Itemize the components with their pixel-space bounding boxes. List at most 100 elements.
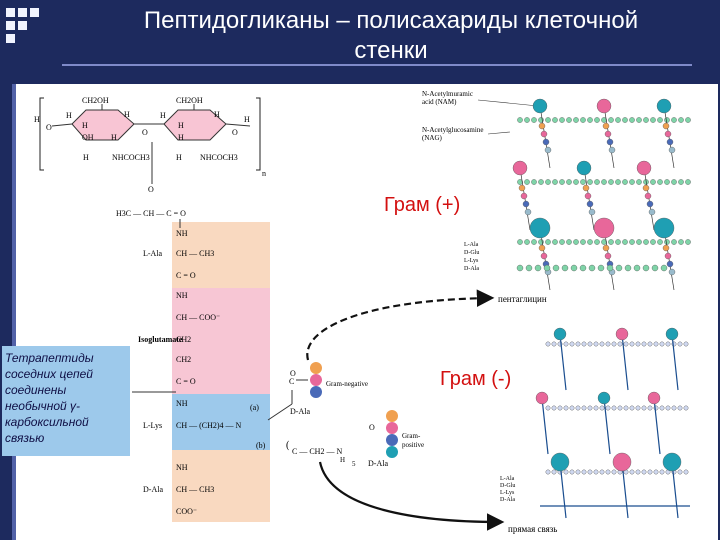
pentaglycine-bead [607,265,613,271]
h-label: H [160,111,166,120]
peptide-bead [386,422,398,434]
ch-ch3-label: CH — CH3 [176,249,214,258]
h-label: H [34,115,40,124]
glycan-bead [648,406,652,410]
pentaglycine-bead [535,265,541,271]
glycan-bead [643,117,648,122]
legend-item: L-Ala [464,242,479,248]
glycan-bead [570,470,574,474]
h-label: H [244,115,250,124]
glycan-bead [650,117,655,122]
glycan-bead [594,179,599,184]
glycan-bead [615,239,620,244]
glycan-bead [671,117,676,122]
legend-item: D-Glu [500,483,515,489]
peptide-bead [521,193,527,199]
glycan-bead [608,179,613,184]
ch-ch3-label: CH — CH3 [176,485,214,494]
h-label: H [66,111,72,120]
h-label: H [176,153,182,162]
link-b-label: (b) [256,441,266,450]
glycan-bead [545,117,550,122]
glycan-bead [664,117,669,122]
glycan-bead [608,117,613,122]
glycan-bead [636,239,641,244]
d-ala-label: D-Ala [368,459,388,468]
glycan-bead [517,117,522,122]
glycan-bead [660,470,664,474]
peptide-bead [543,139,549,145]
glycan-bead [552,342,556,346]
glycan-bead [546,406,550,410]
glycan-bead [545,239,550,244]
glycan-bead [594,342,598,346]
glycan-bead [650,239,655,244]
peptide-bead [663,123,669,129]
lys-side-chain-label: CH — (CH2)4 — N [176,421,242,430]
peptide-bead [603,245,609,251]
glycan-bead [545,179,550,184]
lattice-ball [513,161,527,175]
glycan-bead [517,239,522,244]
glycan-bead [629,239,634,244]
glycan-bead [524,117,529,122]
peptide-bead [523,201,529,207]
direct-bond-label: прямая связь [508,524,557,534]
legend-item: D-Glu [464,250,479,256]
glycan-bead [664,179,669,184]
glycan-bead [531,117,536,122]
peptide-bead [386,446,398,458]
glycan-bead [678,239,683,244]
peptide-bead [605,131,611,137]
glycan-bead [576,470,580,474]
glycan-bead [657,179,662,184]
ch2-label: CH2 [176,355,191,364]
peptide-bead [519,185,525,191]
glycan-bead [570,406,574,410]
ch2-label: CH2 [176,335,191,344]
glycan-bead [642,470,646,474]
legend-item: L-Lys [500,490,515,496]
glycan-bead [594,470,598,474]
peptide-bead [669,147,675,153]
peptide-bead [645,193,651,199]
glycan-bead [587,239,592,244]
glycan-bead [580,239,585,244]
legend-item: D-Ala [464,266,479,272]
tetrapeptide-note: Тетрапептиды соседних цепей соединены не… [2,346,130,456]
pentaglycine-bead [571,265,577,271]
glycan-bead [622,179,627,184]
glycan-bead [594,406,598,410]
h-label: H [124,110,130,119]
pointer-line [488,132,510,134]
glycan-bead [573,117,578,122]
pentaglycine-bead [652,265,658,271]
peptide-bead [609,147,615,153]
glycan-bead [654,342,658,346]
peptide-bead [663,245,669,251]
lattice-ball [613,453,631,471]
pentaglycine-arrow [307,298,490,360]
lattice-ball [598,392,610,404]
glycosidic-bond [226,124,250,126]
gram-positive-label-1: Gram- [402,432,421,440]
glycan-bead [566,117,571,122]
link-a-label: (a) [250,403,259,412]
glycan-bead [564,470,568,474]
glycan-bead [606,470,610,474]
peptide-bead [585,193,591,199]
nhcoch3-label: NHCOCH3 [112,153,150,162]
glycan-bead [576,406,580,410]
h-label: H [82,121,88,130]
lattice-ball [536,392,548,404]
direct-bond-arrow [320,462,500,522]
glycan-bead [612,470,616,474]
o-label: O [142,128,148,137]
ch-coo-label: CH — COO⁻ [176,313,220,322]
pentaglycine-bead [526,265,532,271]
glycan-bead [671,179,676,184]
coo-label: COO⁻ [176,507,197,516]
glycan-bead [546,342,550,346]
o-label: O [46,123,52,132]
glycan-bead [582,470,586,474]
